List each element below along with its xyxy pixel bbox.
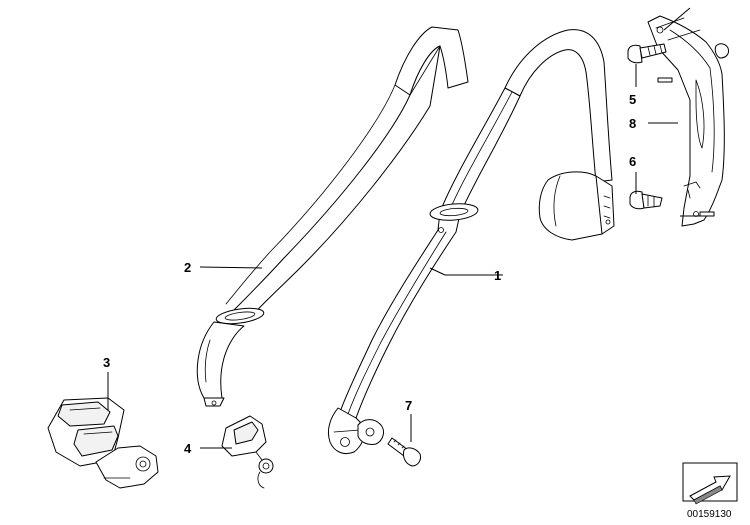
callout-7: 7 — [405, 398, 412, 413]
part-4-tongue[interactable] — [221, 415, 274, 489]
part-5-screw[interactable] — [627, 43, 667, 64]
arrow-icon — [689, 475, 731, 505]
callout-3: 3 — [103, 355, 110, 370]
callout-5: 5 — [629, 92, 636, 107]
nav-arrow-box[interactable] — [682, 462, 738, 505]
part-3-buckle[interactable] — [47, 397, 159, 489]
callout-4: 4 — [184, 441, 192, 456]
part-1-belt-with-retractor[interactable] — [327, 29, 615, 455]
callout-labels: 1 2 3 4 5 6 7 8 — [103, 92, 636, 456]
leader-lines — [107, 7, 710, 449]
part-8-bracket[interactable] — [647, 15, 729, 227]
part-6-screw[interactable] — [629, 190, 663, 210]
callout-2: 2 — [184, 260, 191, 275]
callout-1: 1 — [494, 268, 501, 283]
reference-number: 00159130 — [687, 509, 732, 520]
part-7-bolt[interactable] — [357, 419, 421, 467]
part-2-belt-strap[interactable] — [196, 26, 469, 407]
callout-6: 6 — [629, 154, 636, 169]
callout-8: 8 — [629, 116, 636, 131]
